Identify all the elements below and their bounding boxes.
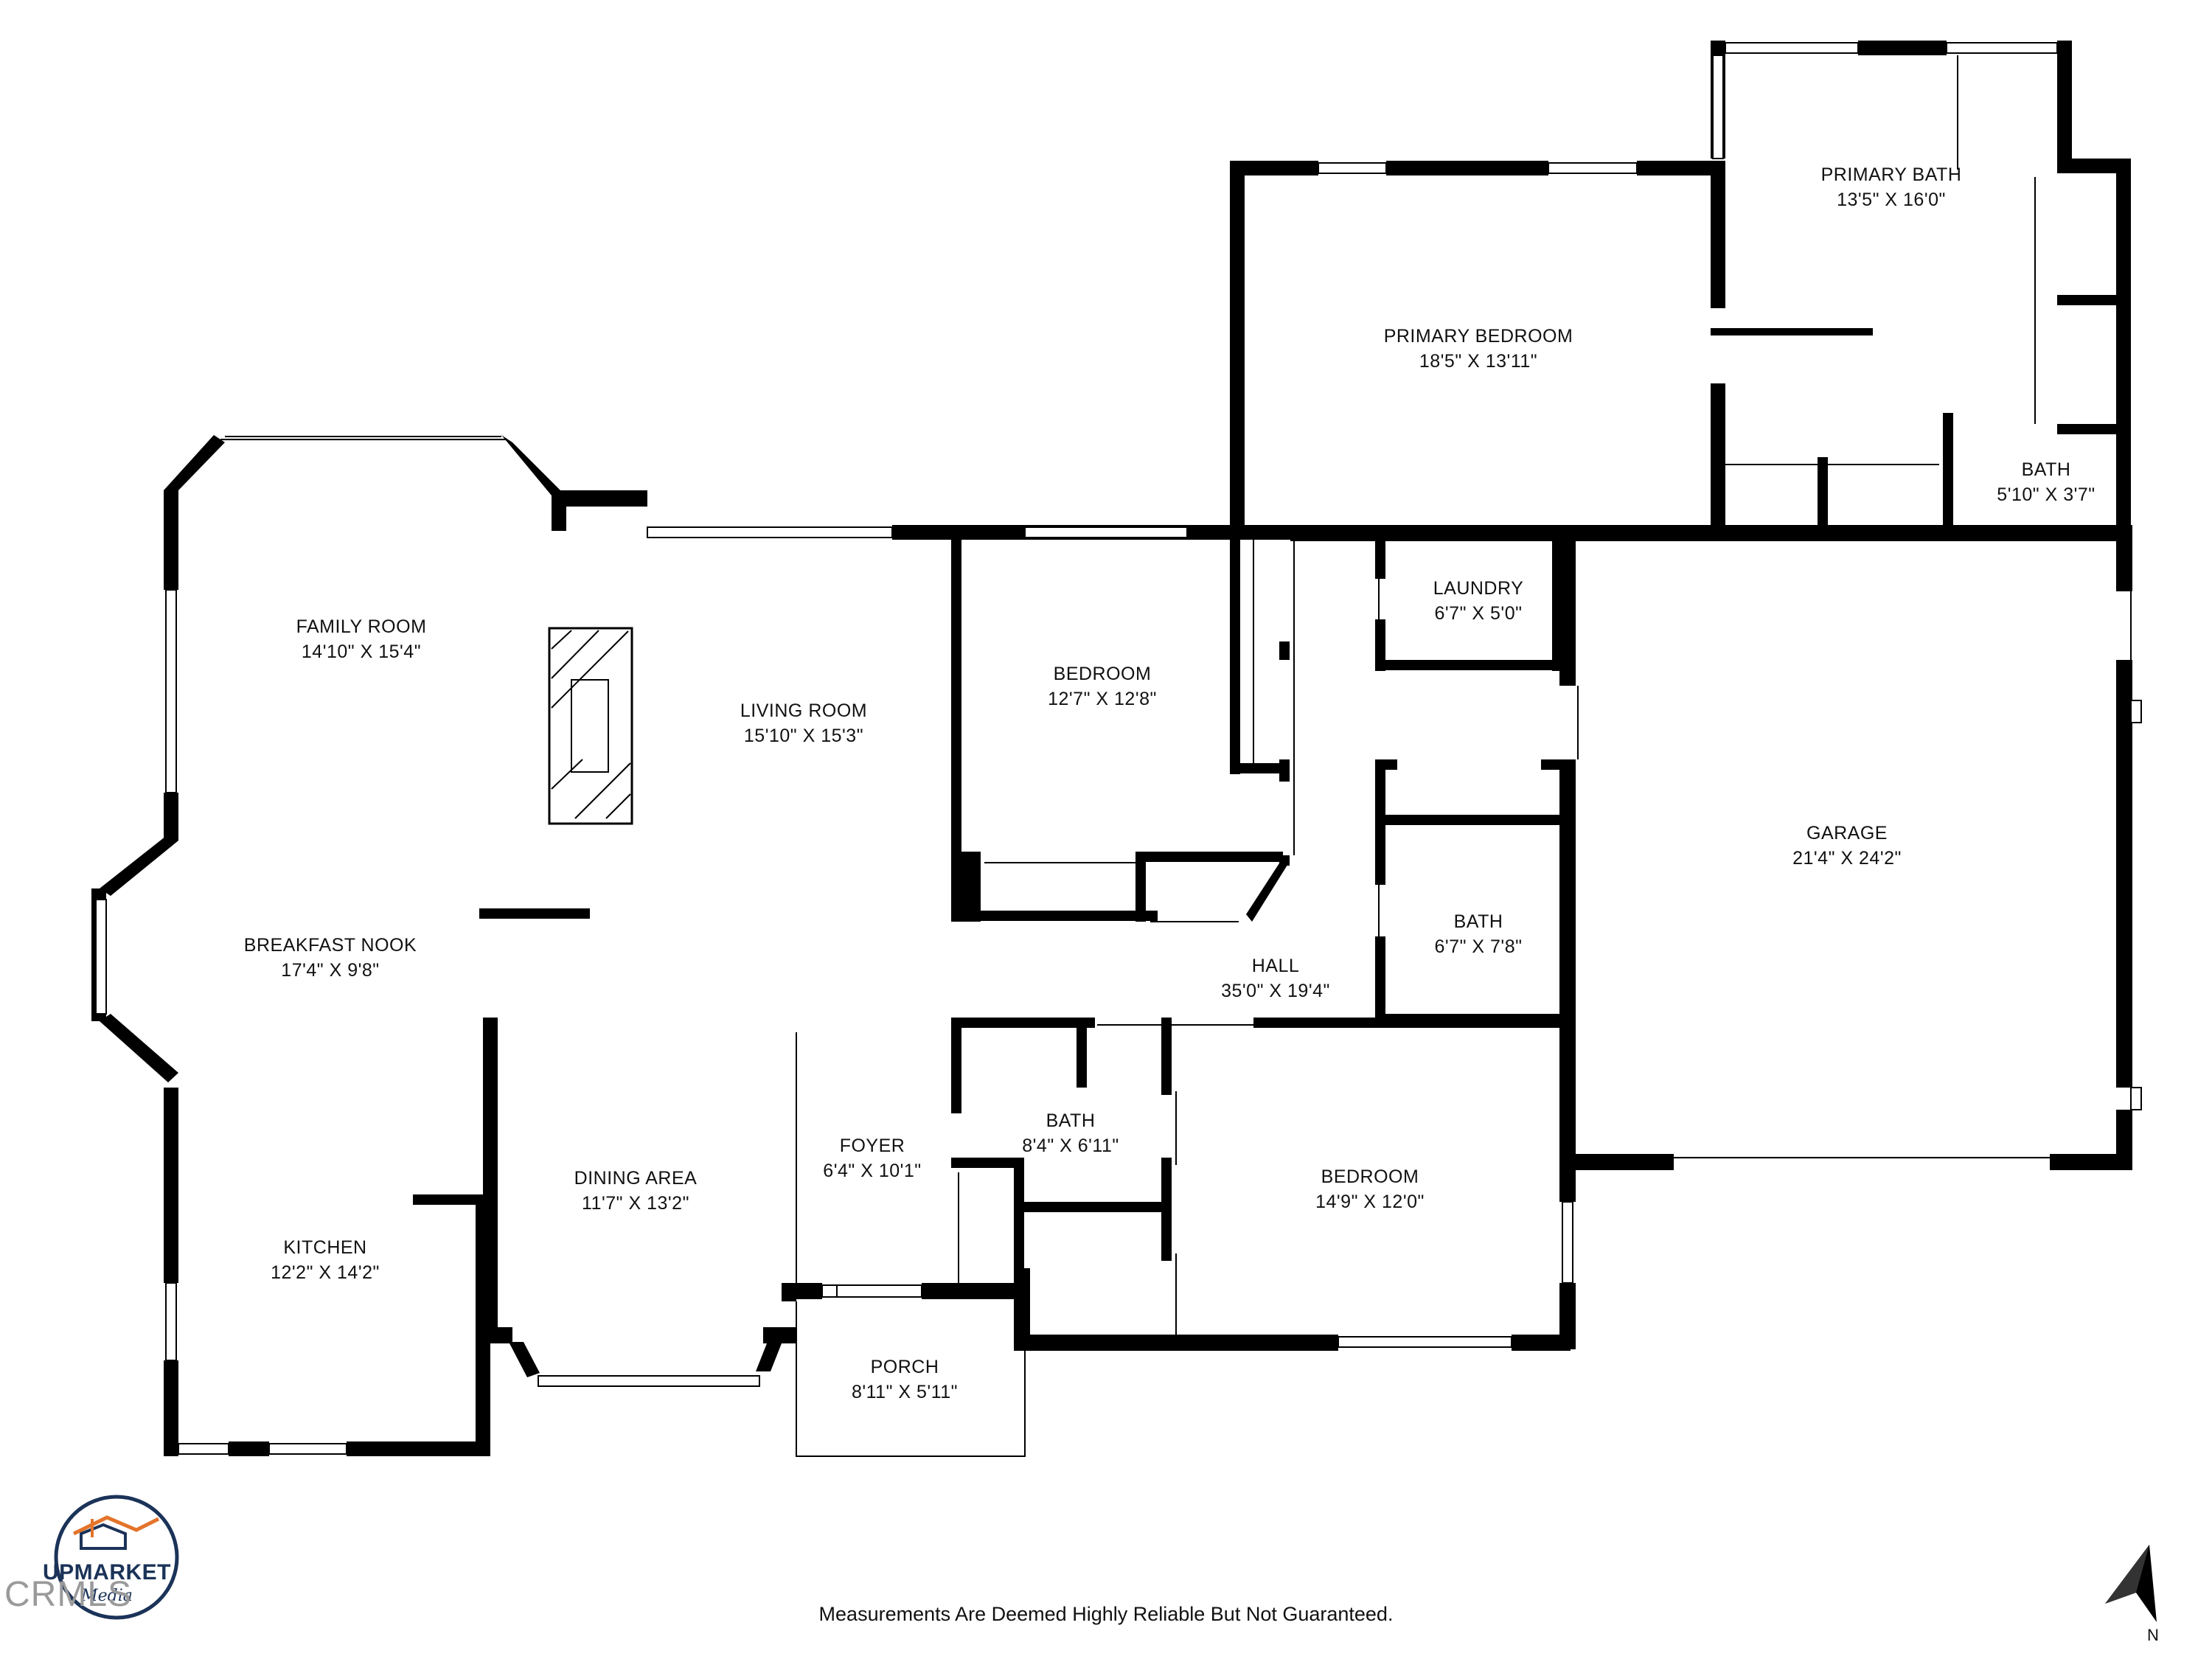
room-dims: 8'4" X 6'11" (1022, 1135, 1119, 1156)
fireplace (548, 627, 633, 825)
upmarket-logo-icon (54, 1495, 179, 1620)
room-label: FAMILY ROOM (296, 616, 427, 637)
room-dims: 35'0" X 19'4" (1221, 981, 1330, 1001)
room-label: DINING AREA (574, 1168, 698, 1189)
room-dims: 12'7" X 12'8" (1048, 689, 1157, 709)
room-dims: 15'10" X 15'3" (744, 726, 863, 746)
room-dims: 21'4" X 24'2" (1792, 848, 1902, 869)
door-openings (225, 55, 2132, 1457)
disclaimer: Measurements Are Deemed Highly Reliable … (818, 1603, 1394, 1625)
room-dims: 14'9" X 12'0" (1315, 1192, 1425, 1212)
logo-name: UPMARKET (43, 1560, 171, 1585)
room-label: KITCHEN (283, 1237, 366, 1258)
windows (95, 42, 2142, 1455)
room-label: BATH (2022, 459, 2071, 480)
room-label: LAUNDRY (1433, 578, 1524, 599)
north-arrow-icon (2105, 1545, 2157, 1622)
room-label: LIVING ROOM (740, 700, 867, 721)
room-dims: 6'7" X 7'8" (1435, 936, 1523, 957)
room-labels: FAMILY ROOM 14'10" X 15'4" LIVING ROOM 1… (244, 164, 2095, 1402)
room-label: BATH (1454, 911, 1503, 932)
bay-windows (91, 435, 782, 1377)
compass-label: N (2147, 1626, 2159, 1644)
room-label: PRIMARY BATH (1821, 164, 1962, 185)
room-label: BREAKFAST NOOK (244, 935, 417, 956)
crmls-watermark: CRMLS (4, 1575, 133, 1614)
interior-walls (413, 328, 1953, 1290)
room-dims: 6'4" X 10'1" (823, 1161, 921, 1181)
room-dims: 18'5" X 13'11" (1419, 351, 1537, 372)
room-dims: 12'2" X 14'2" (271, 1262, 380, 1283)
room-dims: 11'7" X 13'2" (582, 1193, 689, 1214)
room-dims: 14'10" X 15'4" (302, 641, 421, 662)
room-label: BEDROOM (1054, 664, 1152, 684)
room-dims: 17'4" X 9'8" (281, 960, 379, 981)
room-label: BEDROOM (1321, 1166, 1419, 1187)
exterior-walls (164, 41, 2132, 1456)
room-label: FOYER (840, 1135, 905, 1156)
room-label: HALL (1252, 956, 1300, 976)
room-label: PORCH (871, 1357, 939, 1377)
company-logo: UPMARKET Media (29, 1497, 184, 1637)
room-label: GARAGE (1806, 823, 1888, 844)
room-dims: 5'10" X 3'7" (1997, 484, 2095, 505)
room-dims: 8'11" X 5'11" (852, 1382, 958, 1402)
logo-sub: Media (81, 1587, 133, 1605)
room-dims: 6'7" X 5'0" (1435, 603, 1523, 624)
room-label: BATH (1046, 1110, 1096, 1131)
room-dims: 13'5" X 16'0" (1837, 189, 1946, 210)
room-label: PRIMARY BEDROOM (1384, 326, 1573, 347)
